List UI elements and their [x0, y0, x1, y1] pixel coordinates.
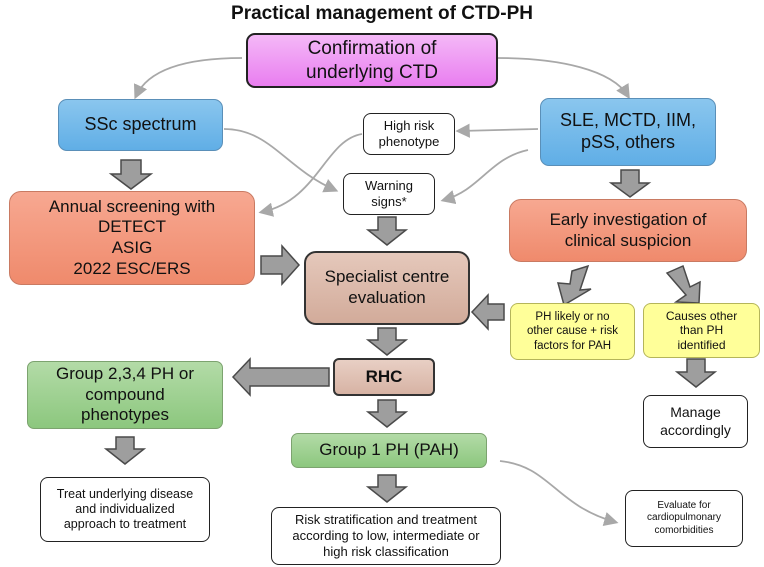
treat-underlying-node: Treat underlying disease and individuali… — [40, 477, 210, 542]
group-1-pah-node: Group 1 PH (PAH) — [291, 433, 487, 468]
arrow-causes-to-manage — [674, 358, 718, 388]
connector-ssc-to-warning — [223, 128, 339, 193]
connector-confirmation-to-sle — [496, 57, 630, 100]
arrow-group1-to-risk — [365, 474, 409, 503]
evaluate-comorbidities-node: Evaluate for cardiopulmonary comorbiditi… — [625, 490, 743, 547]
connector-confirmation-to-ssc — [134, 57, 243, 100]
ph-likely-node: PH likely or no other cause + risk facto… — [510, 303, 635, 360]
group-234-node: Group 2,3,4 PH or compound phenotypes — [27, 361, 223, 429]
arrow-specialist-to-rhc — [365, 327, 409, 356]
confirmation-node: Confirmation of underlying CTD — [246, 33, 498, 88]
arrow-sle-to-early — [608, 169, 652, 198]
warning-signs-node: Warning signs* — [343, 173, 435, 215]
arrow-rhc-to-group234 — [231, 357, 330, 397]
rhc-node: RHC — [333, 358, 435, 396]
connector-highrisk-to-annual — [258, 133, 363, 217]
risk-stratification-node: Risk stratification and treatment accord… — [271, 507, 501, 565]
specialist-centre-node: Specialist centre evaluation — [304, 251, 470, 325]
arrow-ssc-to-annual — [108, 159, 154, 190]
annual-screening-node: Annual screening with DETECT ASIG 2022 E… — [9, 191, 255, 285]
sle-others-node: SLE, MCTD, IIM, pSS, others — [540, 98, 716, 166]
arrow-early-to-phlikely — [556, 264, 592, 307]
manage-accordingly-node: Manage accordingly — [643, 395, 748, 448]
connector-sle-to-warning — [440, 149, 529, 205]
connector-group1-to-evaluate — [499, 460, 619, 526]
early-investigation-node: Early investigation of clinical suspicio… — [509, 199, 747, 262]
causes-other-node: Causes other than PH identified — [643, 303, 760, 358]
connector-sle-to-highrisk — [455, 123, 539, 138]
arrow-warning-to-specialist — [365, 216, 409, 246]
arrow-early-to-causes — [665, 264, 701, 304]
arrow-phlikely-to-specialist — [470, 293, 505, 331]
arrow-rhc-to-group1 — [365, 399, 409, 428]
ssc-spectrum-node: SSc spectrum — [58, 99, 223, 151]
arrow-group234-to-treat — [103, 436, 147, 465]
high-risk-phenotype-node: High risk phenotype — [363, 113, 455, 155]
diagram-title: Practical management of CTD-PH — [231, 3, 533, 24]
arrow-annual-to-specialist — [260, 244, 301, 286]
